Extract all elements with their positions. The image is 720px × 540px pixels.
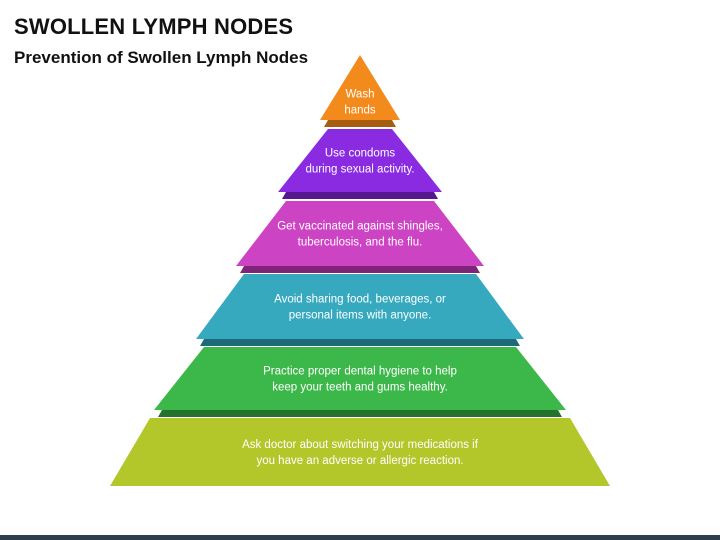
- layer-shadow: [236, 266, 484, 273]
- pyramid-layer-3: Get vaccinated against shingles, tubercul…: [236, 201, 484, 273]
- page-subtitle: Prevention of Swollen Lymph Nodes: [14, 48, 309, 67]
- layer-label-line: Use condoms: [325, 148, 396, 160]
- bottom-bar: [0, 535, 720, 540]
- layer-shadow: [278, 192, 442, 199]
- layer-label: Wash hands: [344, 89, 376, 117]
- layer-label-line: Avoid sharing food, beverages, or: [274, 294, 446, 306]
- layer-shape: [154, 347, 566, 410]
- layer-label-line: Get vaccinated against shingles,: [277, 221, 443, 233]
- layer-shape: [278, 129, 442, 192]
- layer-label: Get vaccinated against shingles, tubercul…: [277, 221, 443, 249]
- layer-shape: [236, 201, 484, 266]
- layer-label-line: during sexual activity.: [305, 164, 414, 176]
- layer-label: Use condoms during sexual activity.: [305, 148, 414, 176]
- pyramid-layer-6: Ask doctor about switching your medicati…: [110, 418, 610, 486]
- pyramid-layer-1: Wash hands: [320, 55, 400, 127]
- layer-label-line: personal items with anyone.: [289, 310, 432, 322]
- pyramid-layer-2: Use condoms during sexual activity.: [278, 129, 442, 199]
- pyramid-layer-4: Avoid sharing food, beverages, or persona…: [196, 274, 524, 346]
- layer-label-line: Wash: [346, 89, 375, 101]
- layer-label-line: Ask doctor about switching your medicati…: [242, 439, 479, 451]
- page-title: SWOLLEN LYMPH NODES: [14, 14, 294, 39]
- layer-shape: [110, 418, 610, 486]
- layer-label-line: you have an adverse or allergic reaction…: [256, 455, 463, 467]
- layer-shadow: [320, 120, 400, 127]
- layer-label: Ask doctor about switching your medicati…: [242, 439, 479, 467]
- layer-label-line: Practice proper dental hygiene to help: [263, 366, 457, 378]
- layer-label-line: tuberculosis, and the flu.: [298, 237, 423, 249]
- layer-label-line: keep your teeth and gums healthy.: [272, 382, 448, 394]
- pyramid-layer-5: Practice proper dental hygiene to help ke…: [154, 347, 566, 417]
- layer-label: Avoid sharing food, beverages, or persona…: [274, 294, 446, 322]
- layer-shadow: [196, 339, 524, 346]
- layer-shape: [196, 274, 524, 339]
- layer-shape: [320, 55, 400, 120]
- layer-shadow: [154, 410, 566, 417]
- layer-label-line: hands: [344, 105, 376, 117]
- layer-label: Practice proper dental hygiene to help ke…: [263, 366, 457, 394]
